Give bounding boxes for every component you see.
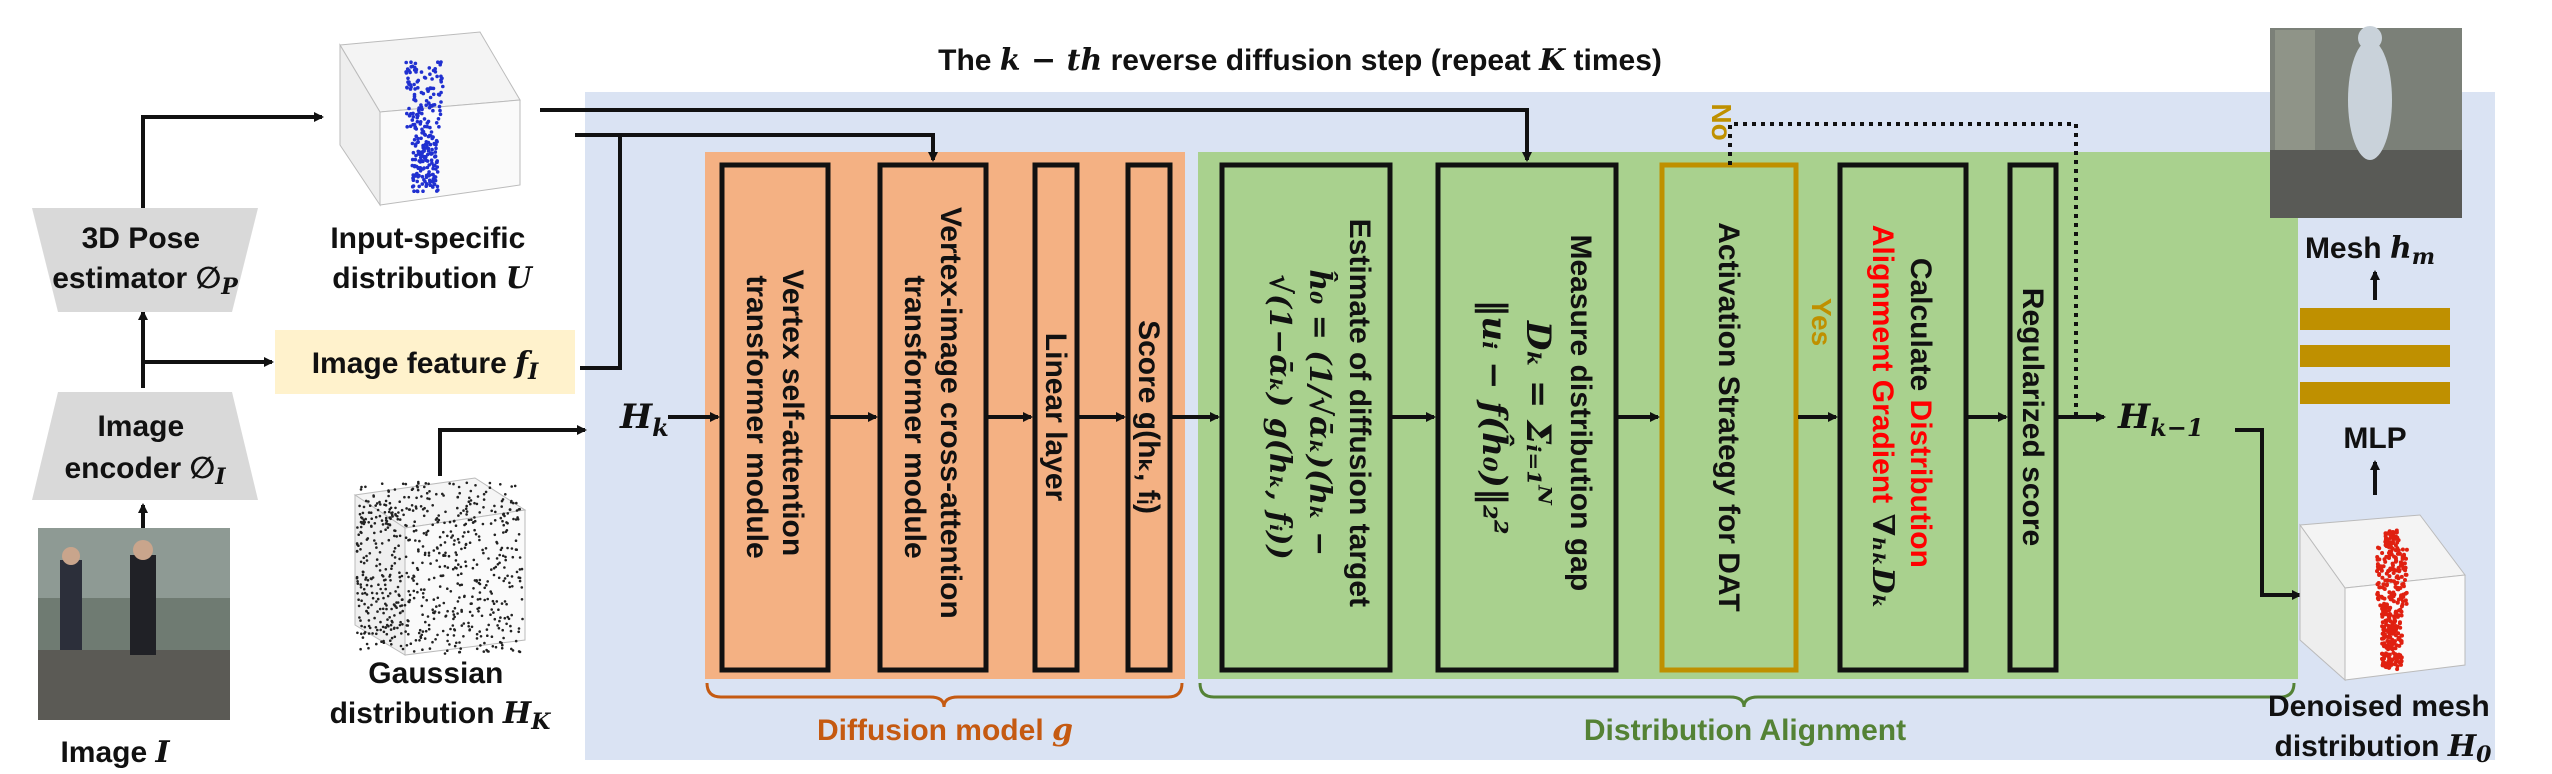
yes-label: Yes [1806,298,1837,346]
denoised-label: Denoised mesh distribution H0 [2268,690,2498,768]
score-box [1125,162,1173,673]
pose-estimator-label: 3D Pose estimator ∅P [52,222,239,300]
no-label: No [1706,103,1737,140]
panel-title: The k − th reverse diffusion step (repea… [938,43,1662,78]
mesh-image [2270,26,2462,218]
input-specific-label: Input-specific distribution U [330,222,533,296]
image-feature-box [275,330,575,394]
estimate-target-box [1219,162,1393,673]
linear-layer-box [1032,162,1080,673]
activation-strategy-text: Activation Strategy for DAT [1712,222,1745,612]
mlp-block [2300,308,2450,404]
measure-gap-box [1435,162,1619,673]
no-feedback-loop [1728,122,2078,417]
diffusion-brace [705,682,1184,708]
mesh-label: Mesh hm [2305,231,2435,270]
image-encoder-label: Image encoder ∅I [64,410,226,490]
diffusion-model-label: Diffusion model g [817,713,1073,748]
distribution-alignment-label: Distribution Alignment [1584,714,1906,747]
alignment-brace [1198,682,2296,708]
vertex-self-attention-box [719,162,831,673]
estimate-target-text: Estimate of diffusion target ĥ₀ = (1/√ᾱₖ… [1262,219,1376,616]
linear-layer-text: Linear layer [1039,333,1072,502]
image-label: Image I [60,735,170,770]
regularized-score-text: Regularized score [2016,288,2049,546]
gaussian-cube [353,477,527,656]
hk-output-label: Hk−1 [2117,397,2204,442]
gaussian-label: Gaussian distribution HK [330,657,552,735]
pose-estimator-shape [32,208,258,312]
input-image [38,528,230,720]
regularized-score-box [2007,162,2059,673]
input-specific-scatter [339,31,521,207]
alignment-gradient-text: Calculate Distribution Alignment Gradien… [1865,225,1937,609]
alignment-gradient-box [1837,162,1969,673]
module-arrows [668,412,2302,600]
image-encoder-shape [32,392,258,500]
vertex-image-cross-attention-box [877,162,989,673]
vertex-image-cross-attention-text: Vertex-image cross-attention transformer… [898,207,967,627]
mlp-label: MLP [2343,422,2406,455]
image-feature-label: Image feature fI [312,346,539,385]
top-routing-lines [138,108,1532,530]
vertex-self-attention-text: Vertex self-attention transformer module [740,269,809,564]
measure-gap-text: Measure distribution gap Dₖ = Σᵢ₌₁ᴺ ‖uᵢ … [1474,234,1597,599]
distribution-alignment-group [1198,152,2298,679]
denoised-mesh-scatter [2299,514,2466,682]
score-text: Score g(hₖ, fᵢ) [1132,320,1165,514]
hk-input-label: Hk [619,397,669,442]
